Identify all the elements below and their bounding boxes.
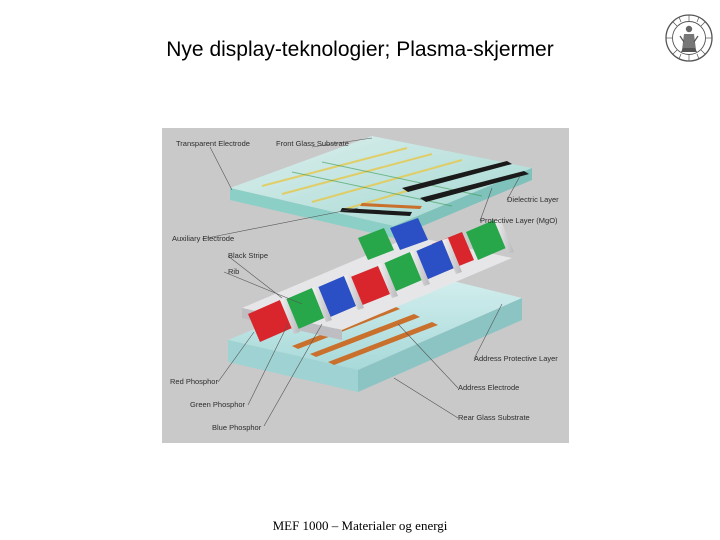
university-seal-icon bbox=[664, 12, 714, 64]
label-dielectric-layer: Dielectric Layer bbox=[507, 195, 559, 204]
label-protective-layer: Protective Layer (MgO) bbox=[480, 216, 558, 225]
label-red-phosphor: Red Phosphor bbox=[170, 377, 218, 386]
slide-title: Nye display-teknologier; Plasma-skjermer bbox=[0, 38, 720, 62]
label-address-protective-layer: Address Protective Layer bbox=[474, 354, 558, 363]
label-blue-phosphor: Blue Phosphor bbox=[212, 423, 262, 432]
label-address-electrode: Address Electrode bbox=[458, 383, 519, 392]
label-front-glass-substrate: Front Glass Substrate bbox=[276, 139, 349, 148]
label-auxiliary-electrode: Auxiliary Electrode bbox=[172, 234, 234, 243]
label-rear-glass-substrate: Rear Glass Substrate bbox=[458, 413, 530, 422]
slide-footer: MEF 1000 – Materialer og energi bbox=[0, 518, 720, 534]
label-green-phosphor: Green Phosphor bbox=[190, 400, 246, 409]
plasma-panel-diagram: Transparent Electrode Front Glass Substr… bbox=[162, 128, 569, 443]
label-rib: Rib bbox=[228, 267, 239, 276]
label-transparent-electrode: Transparent Electrode bbox=[176, 139, 250, 148]
label-black-stripe: Black Stripe bbox=[228, 251, 268, 260]
